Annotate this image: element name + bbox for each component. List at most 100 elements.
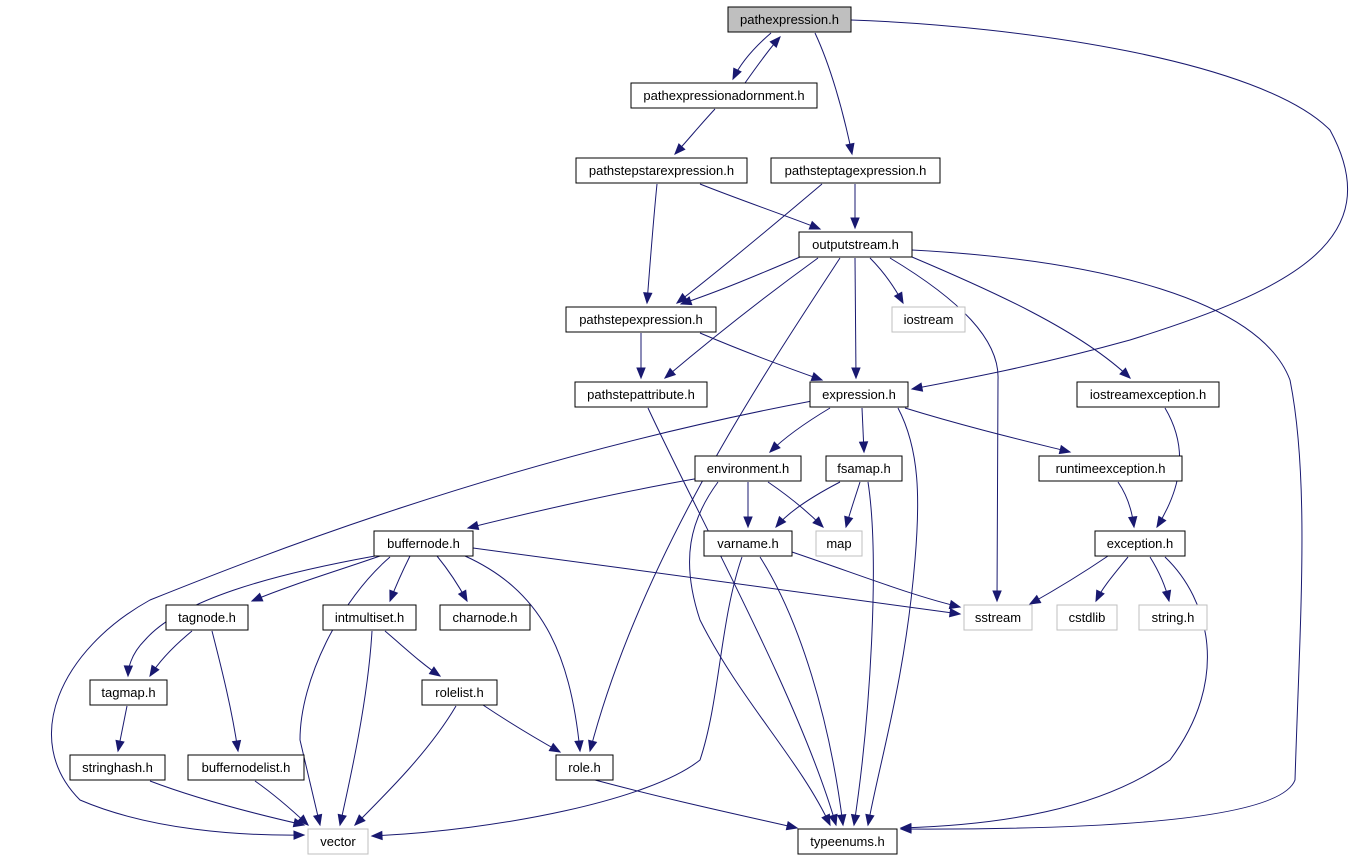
arrow-head <box>293 830 306 840</box>
node-runtimeexception[interactable]: runtimeexception.h <box>1038 455 1183 482</box>
node-rolelist[interactable]: rolelist.h <box>421 679 498 706</box>
node-expression[interactable]: expression.h <box>809 381 909 408</box>
arrow-head <box>337 813 347 827</box>
edge-outputstream-to-pathstepexpression <box>679 256 801 306</box>
node-fsamap[interactable]: fsamap.h <box>825 455 903 482</box>
arrow-head <box>123 665 134 678</box>
edge-outputstream-to-iostreamexception <box>911 256 1131 379</box>
node-label: varname.h <box>717 536 778 551</box>
arrow-head <box>643 292 653 305</box>
node-label: pathstepattribute.h <box>587 387 695 402</box>
node-iostreamexception[interactable]: iostreamexception.h <box>1076 381 1220 408</box>
edge-environment-to-map <box>767 481 824 528</box>
arrow-head <box>732 67 742 81</box>
node-tagnode[interactable]: tagnode.h <box>165 604 249 631</box>
edge-outputstream-to-sstream <box>889 257 1002 603</box>
arrow-head <box>466 520 480 531</box>
node-label: string.h <box>1152 610 1195 625</box>
arrow-head <box>1095 589 1105 603</box>
node-intmultiset[interactable]: intmultiset.h <box>322 604 417 631</box>
node-varname[interactable]: varname.h <box>703 530 793 557</box>
arrow-head <box>844 515 854 529</box>
edge-buffernode-to-role <box>464 555 584 753</box>
edge-varname-to-sstream <box>791 551 962 610</box>
node-pathexpression[interactable]: pathexpression.h <box>727 6 852 33</box>
arrow-head <box>858 441 869 454</box>
edge-tagnode-to-tagmap <box>149 630 193 678</box>
edge-pathsteptagexpression-to-outputstream <box>850 184 860 230</box>
node-exception[interactable]: exception.h <box>1094 530 1186 557</box>
node-label: sstream <box>975 610 1021 625</box>
arrow-head <box>775 515 787 529</box>
node-string[interactable]: string.h <box>1138 604 1208 631</box>
node-label: buffernode.h <box>387 536 460 551</box>
edge-environment-to-varname <box>743 482 753 529</box>
edge-pathexpression-to-expression <box>850 19 1349 392</box>
node-vector[interactable]: vector <box>307 828 369 855</box>
arrow-head <box>1156 515 1167 529</box>
arrow-head <box>850 217 860 230</box>
edge-tagmap-to-stringhash <box>115 705 128 753</box>
node-typeenums[interactable]: typeenums.h <box>797 828 898 855</box>
edge-buffernode-to-intmultiset <box>389 555 411 603</box>
edge-expression-to-fsamap <box>858 407 869 454</box>
arrow-head <box>250 592 264 602</box>
node-label: charnode.h <box>452 610 517 625</box>
node-pathstepexpression[interactable]: pathstepexpression.h <box>565 306 717 333</box>
node-label: fsamap.h <box>837 461 890 476</box>
node-buffernode[interactable]: buffernode.h <box>373 530 474 557</box>
arrow-head <box>674 143 686 155</box>
arrow-head <box>636 367 646 380</box>
node-label: iostreamexception.h <box>1090 387 1206 402</box>
edges-layer <box>51 19 1349 841</box>
edge-expression-to-environment <box>769 407 831 453</box>
nodes-layer: pathexpression.h pathexpressionadornment… <box>69 6 1220 855</box>
node-stringhash[interactable]: stringhash.h <box>69 754 166 781</box>
node-map[interactable]: map <box>815 530 863 557</box>
node-label: tagmap.h <box>101 685 155 700</box>
edge-exception-to-sstream <box>1028 555 1109 605</box>
arrow-head <box>865 813 875 827</box>
node-charnode[interactable]: charnode.h <box>439 604 531 631</box>
edge-pathexpressionadornment-to-pathexpression <box>744 35 781 84</box>
node-tagmap[interactable]: tagmap.h <box>89 679 168 706</box>
arrow-head <box>231 739 242 753</box>
edge-runtimeexception-to-exception <box>1117 481 1138 529</box>
edge-rolelist-to-vector <box>354 705 457 826</box>
edge-role-to-typeenums <box>594 779 799 831</box>
node-label: outputstream.h <box>812 237 899 252</box>
node-pathsteptagexpression[interactable]: pathsteptagexpression.h <box>770 157 941 184</box>
edge-exception-to-string <box>1149 556 1172 603</box>
node-environment[interactable]: environment.h <box>694 455 802 482</box>
arrow-head <box>910 382 924 392</box>
edge-buffernode-to-tagnode <box>250 555 381 602</box>
node-pathstepstarexpression[interactable]: pathstepstarexpression.h <box>575 157 748 184</box>
edge-pathexpression-to-pathsteptagexpression <box>814 32 855 156</box>
arrow-head <box>992 590 1002 603</box>
arrow-head <box>663 367 677 379</box>
node-label: pathexpression.h <box>740 12 839 27</box>
node-buffernodelist[interactable]: buffernodelist.h <box>187 754 305 781</box>
node-label: environment.h <box>707 461 789 476</box>
node-label: iostream <box>904 312 954 327</box>
arrow-head <box>574 740 584 753</box>
edge-pathexpressionadornment-to-pathstepstarexpression <box>674 108 716 155</box>
node-sstream[interactable]: sstream <box>963 604 1033 631</box>
node-role[interactable]: role.h <box>555 754 614 781</box>
node-pathexpressionadornment[interactable]: pathexpressionadornment.h <box>630 82 818 109</box>
arrow-head <box>115 739 125 753</box>
arrow-head <box>297 814 309 826</box>
arrow-head <box>428 666 442 677</box>
arrow-head <box>845 142 855 156</box>
arrow-head <box>836 813 847 827</box>
node-cstdlib[interactable]: cstdlib <box>1056 604 1118 631</box>
node-label: pathstepexpression.h <box>579 312 703 327</box>
node-iostream[interactable]: iostream <box>891 306 966 333</box>
edge-expression-to-typeenums <box>865 407 919 827</box>
arrow-head <box>769 35 781 48</box>
node-label: vector <box>320 834 356 849</box>
node-outputstream[interactable]: outputstream.h <box>798 231 913 258</box>
arrow-head <box>1028 594 1042 605</box>
edge-intmultiset-to-rolelist <box>384 630 442 677</box>
node-pathstepattribute[interactable]: pathstepattribute.h <box>574 381 708 408</box>
